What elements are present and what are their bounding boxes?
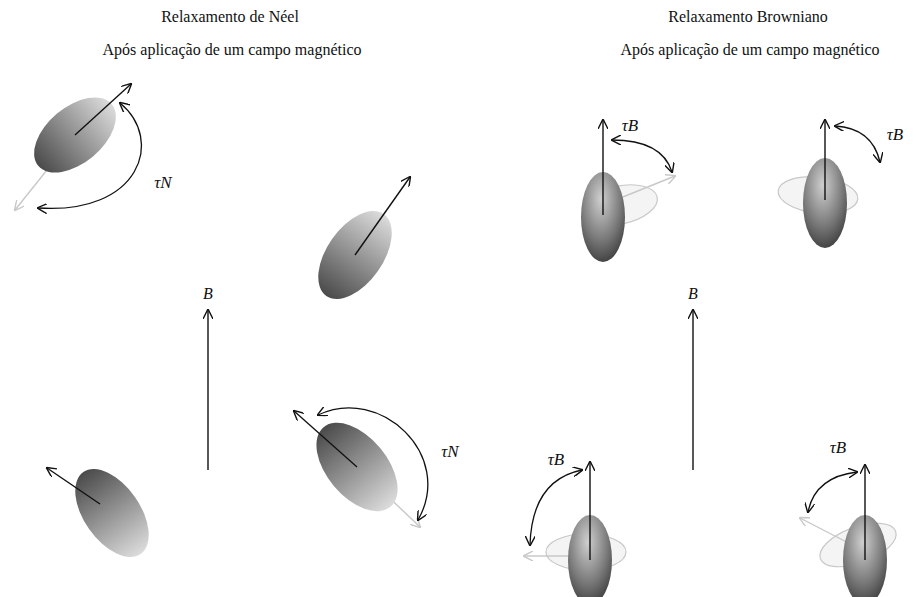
field-arrow	[207, 310, 208, 470]
neel-particle	[294, 408, 428, 527]
time-constant: τB	[887, 126, 903, 145]
neel-particle	[303, 177, 410, 312]
time-constant: τN	[441, 443, 458, 462]
brownian-particle	[800, 465, 902, 597]
time-constant: τN	[154, 174, 171, 193]
neel-particle	[47, 456, 164, 570]
brownian-particle	[579, 120, 675, 262]
field-label: B	[688, 285, 698, 303]
field-label: B	[203, 285, 213, 303]
panel-heading: Relaxamento de Néel	[161, 8, 299, 26]
time-constant: τB	[622, 117, 638, 136]
time-constant: τB	[830, 439, 846, 458]
time-constant: τB	[548, 451, 564, 470]
panel-subheading: Após aplicação de um campo magnético	[102, 41, 361, 59]
panel-subheading: Após aplicação de um campo magnético	[620, 41, 879, 59]
panel-heading: Relaxamento Browniano	[668, 8, 828, 26]
brownian-particle	[524, 462, 626, 597]
field-arrow	[692, 310, 693, 470]
brownian-particle	[776, 120, 880, 248]
neel-particle	[15, 83, 141, 210]
